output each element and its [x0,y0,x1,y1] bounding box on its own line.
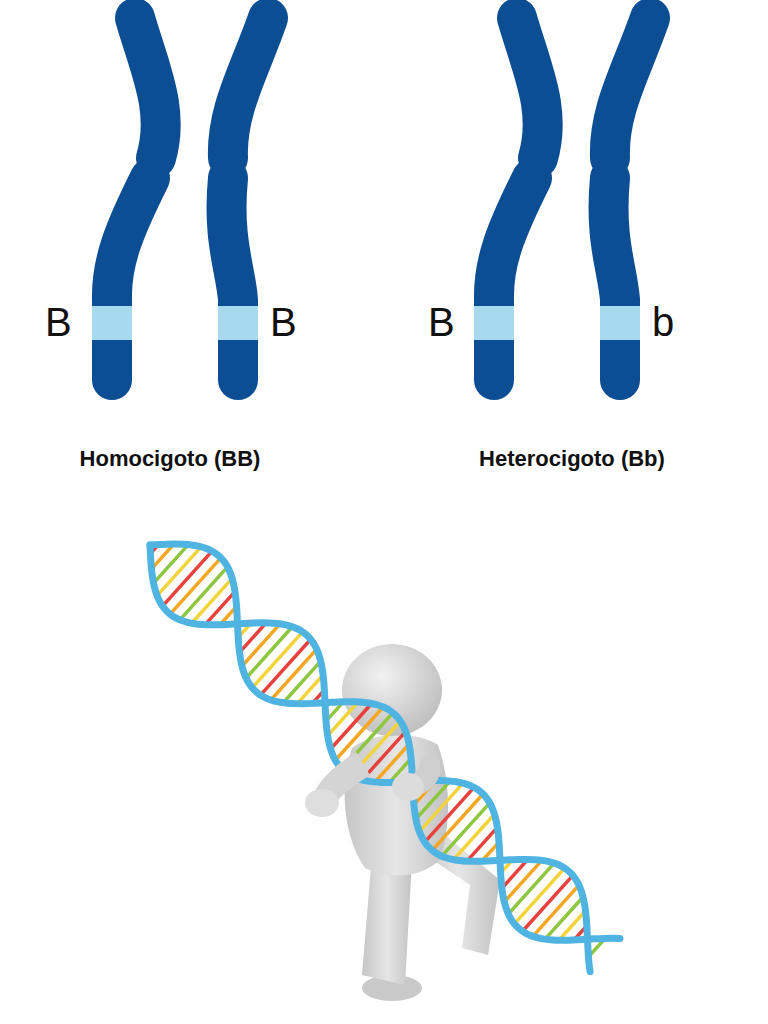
dna-strand [150,545,620,940]
base-pair [522,875,572,931]
base-pair [432,794,483,850]
figure-hand [305,789,339,817]
allele-label: b [652,302,674,342]
heterozygous-pair [474,18,650,380]
gene-locus-band [92,306,132,340]
base-pair [297,675,323,704]
homozygous-pair [92,18,268,380]
base-pair [163,551,213,606]
base-pair [154,545,189,584]
base-pair [240,623,267,653]
base-pair [514,868,564,924]
figure-body [342,644,500,1001]
figure-hand [392,773,424,801]
gene-locus-band [600,306,640,340]
base-pair [328,702,359,736]
base-pair [467,827,497,861]
base-pair [425,787,474,842]
base-pair [205,592,235,625]
base-pair [170,558,221,614]
allele-label: B [45,302,72,342]
base-pair [252,632,302,688]
gene-locus-band [218,306,258,340]
allele-label: B [428,302,455,342]
genotype-caption: Heterocigoto (Bb) [479,448,665,470]
figure-arms [305,752,440,817]
allele-label: B [270,302,297,342]
dna-strand [150,544,590,972]
dna-helix [150,544,620,972]
base-pair [502,859,528,888]
genotype-caption: Homocigoto (BB) [80,448,261,470]
base-pair [260,639,310,695]
base-pair [559,911,586,940]
gene-locus-band [474,306,514,340]
